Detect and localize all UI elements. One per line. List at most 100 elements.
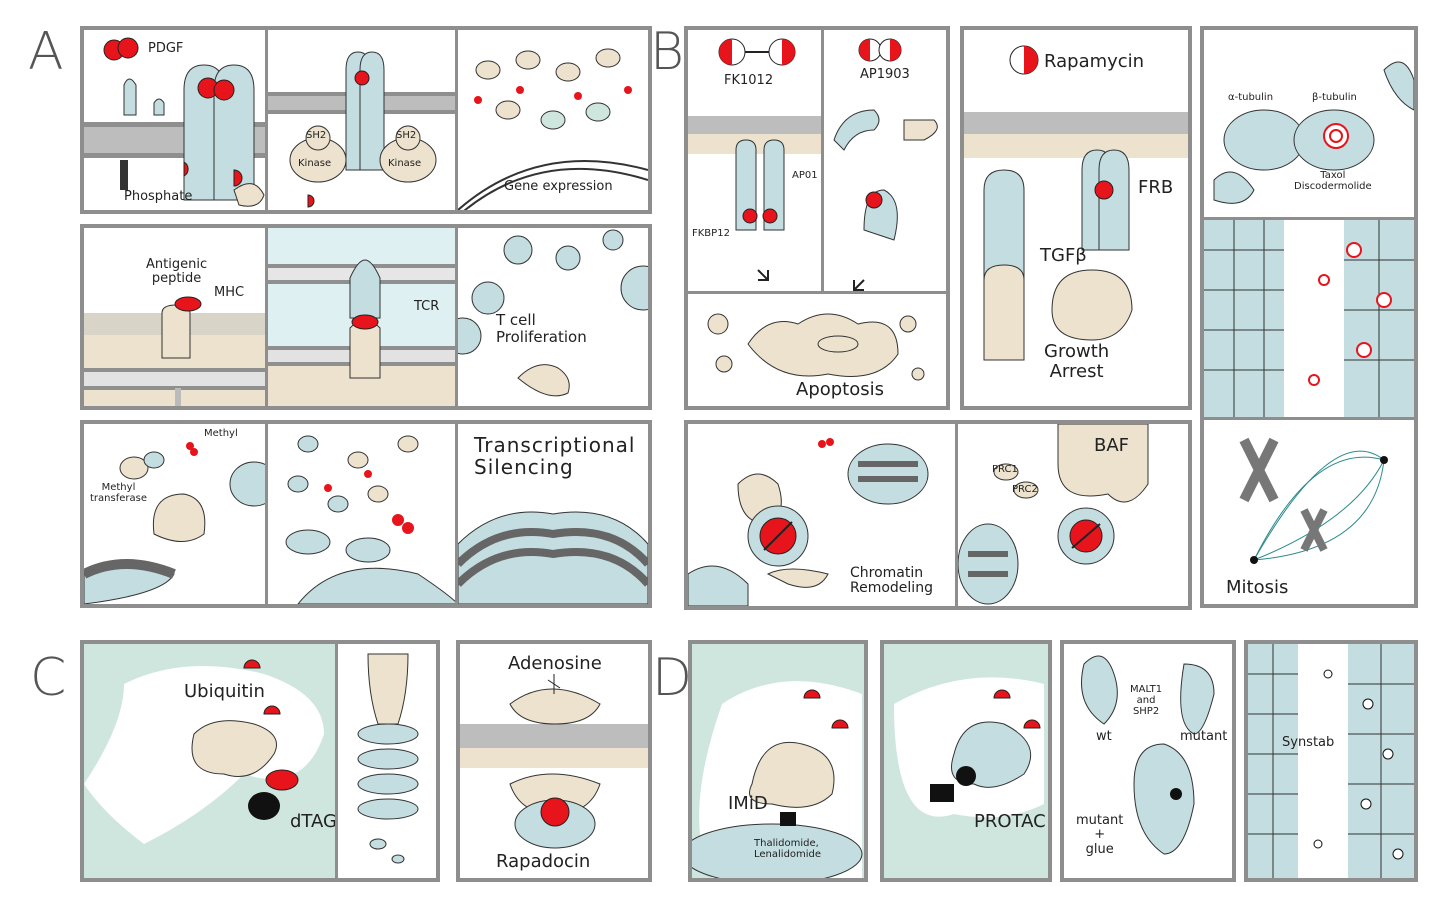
ap1903-illustration (833, 38, 938, 291)
tcr-illustration (268, 228, 455, 406)
t-cell-proliferation-label: T cell Proliferation (496, 311, 587, 346)
fk1012-label: FK1012 (724, 73, 774, 88)
microtubule-illustration (1204, 220, 1414, 417)
apoptosis-illustration (707, 313, 925, 381)
cell-fk1012: FK1012 FKBP12 AP01 (688, 30, 824, 294)
proteasome-illustration (357, 653, 419, 864)
taxol-label: Taxol Discodermolide (1294, 170, 1372, 192)
mutant-glue-label: mutant + glue (1076, 813, 1124, 857)
cell-mitosis: Mitosis (1204, 420, 1414, 604)
methyl-transferase-label: Methyl transferase (90, 482, 147, 504)
methylation-illustration (285, 435, 455, 604)
section-letter-c: C (30, 648, 67, 708)
pdgf-receptor-illustration (84, 37, 265, 207)
rapamycin-label: Rapamycin (1044, 51, 1145, 72)
rapadocin-illustration (460, 674, 648, 849)
rapamycin-illustration (964, 45, 1188, 361)
fk1012-illustration (688, 38, 821, 281)
sh2-left-label: SH2 (306, 130, 327, 141)
cell-transcriptional-silencing: Transcriptional Silencing (458, 424, 648, 604)
synstab-label: Synstab (1282, 735, 1335, 750)
fkbp12-label: FKBP12 (692, 228, 730, 239)
rapadocin-label: Rapadocin (496, 851, 591, 872)
sh2-kinase-illustration (268, 51, 455, 208)
mutant-label: mutant (1180, 729, 1228, 744)
cell-apoptosis: Apoptosis (688, 294, 946, 406)
panel-b-dimerizers: FK1012 FKBP12 AP01 AP1903 Apoptosis (684, 26, 950, 410)
panel-d-glue: MALT1 and SHP2 wt mutant mutant + glue (1060, 640, 1236, 882)
methyl-transferase-illustration (84, 442, 265, 604)
imid-label: IMiD (728, 793, 768, 814)
glue-illustration (1081, 655, 1215, 855)
cell-sh2-kinase: SH2 SH2 Kinase Kinase (268, 30, 458, 210)
cell-mhc: Antigenic peptide MHC (84, 228, 268, 406)
cell-microtubule (1204, 220, 1414, 420)
cell-methylation (268, 424, 458, 604)
panel-a-row3: Methyl Methyl transferase Transcriptiona… (80, 420, 652, 608)
baf-label: BAF (1094, 435, 1130, 456)
pdgf-label: PDGF (148, 41, 184, 56)
alpha-tubulin-label: α-tubulin (1228, 92, 1274, 103)
baf-illustration (958, 424, 1149, 605)
imid-illustration (692, 644, 864, 878)
silencing-illustration (458, 511, 648, 604)
sh2-right-label: SH2 (396, 130, 417, 141)
chromatin-remodeling-label: Chromatin Remodeling (850, 565, 933, 597)
panel-b-chromatin: Chromatin Remodeling BAF PRC1 PRC2 (684, 420, 1192, 610)
protac-label: PROTAC (974, 811, 1046, 832)
panel-d-imid: IMiD Thalidomide, Lenalidomide (688, 640, 868, 882)
antigenic-peptide-label: Antigenic peptide (146, 257, 208, 287)
cell-tcr: TCR (268, 228, 458, 406)
malt1-shp2-label: MALT1 and SHP2 (1130, 684, 1163, 717)
adenosine-label: Adenosine (508, 653, 602, 674)
cell-proteasome (338, 644, 436, 878)
synstab-illustration (1248, 644, 1414, 878)
growth-arrest-label: Growth Arrest (1044, 341, 1110, 382)
tubulin-illustration (1213, 61, 1414, 204)
cell-chromatin-remodeling: Chromatin Remodeling (688, 424, 958, 606)
cell-methyl-transferase: Methyl Methyl transferase (84, 424, 268, 604)
dtag-label: dTAG (290, 811, 337, 832)
cell-dtag: Ubiquitin dTAG (84, 644, 338, 878)
panel-b-rapamycin: Rapamycin FRB TGFβ Growth Arrest (960, 26, 1192, 410)
prc1-label: PRC1 (992, 464, 1018, 475)
cell-tubulin: α-tubulin β-tubulin Taxol Discodermolide (1204, 30, 1414, 220)
prc2-label: PRC2 (1012, 484, 1038, 495)
section-letter-a: A (28, 22, 64, 82)
mitosis-illustration (1239, 437, 1388, 564)
tgfb-label: TGFβ (1040, 245, 1087, 266)
thalidomide-label: Thalidomide, Lenalidomide (754, 838, 822, 860)
cell-t-cell-proliferation: T cell Proliferation (458, 228, 648, 406)
gene-expression-illustration (458, 48, 648, 210)
apoptosis-label: Apoptosis (796, 379, 885, 400)
section-letter-d: D (652, 648, 693, 708)
tcr-label: TCR (414, 299, 440, 314)
mitosis-label: Mitosis (1226, 577, 1289, 598)
mhc-illustration (84, 296, 265, 406)
ap1903-label: AP1903 (860, 67, 910, 82)
frb-label: FRB (1138, 177, 1174, 198)
kinase-right-label: Kinase (388, 158, 422, 169)
phosphate-label: Phosphate (124, 189, 193, 204)
chromatin-remodeling-illustration (688, 438, 929, 606)
cell-pdgf: PDGF Phosphate (84, 30, 268, 210)
panel-d-protac: PROTAC (880, 640, 1052, 882)
t-cell-proliferation-illustration (458, 229, 648, 397)
transcriptional-silencing-label: Transcriptional Silencing (474, 433, 636, 479)
panel-b-tubulin: α-tubulin β-tubulin Taxol Discodermolide… (1200, 26, 1418, 608)
methyl-label: Methyl (204, 428, 238, 439)
mhc-label: MHC (214, 285, 245, 300)
cell-baf: BAF PRC1 PRC2 (958, 424, 1188, 606)
panel-d-synstab: Synstab (1244, 640, 1418, 882)
panel-c-rapadocin: Adenosine Rapadocin (456, 640, 652, 882)
beta-tubulin-label: β-tubulin (1312, 92, 1357, 103)
ubiquitin-label: Ubiquitin (184, 681, 265, 702)
gene-expression-label: Gene expression (504, 179, 613, 194)
dtag-illustration (84, 644, 335, 878)
panel-a-row2: Antigenic peptide MHC TCR T ce (80, 224, 652, 410)
ap01-label: AP01 (792, 170, 818, 181)
section-letter-b: B (650, 22, 685, 82)
wt-label: wt (1096, 729, 1112, 744)
cell-gene-expression: Gene expression (458, 30, 648, 210)
panel-c-dtag: Ubiquitin dTAG (80, 640, 440, 882)
